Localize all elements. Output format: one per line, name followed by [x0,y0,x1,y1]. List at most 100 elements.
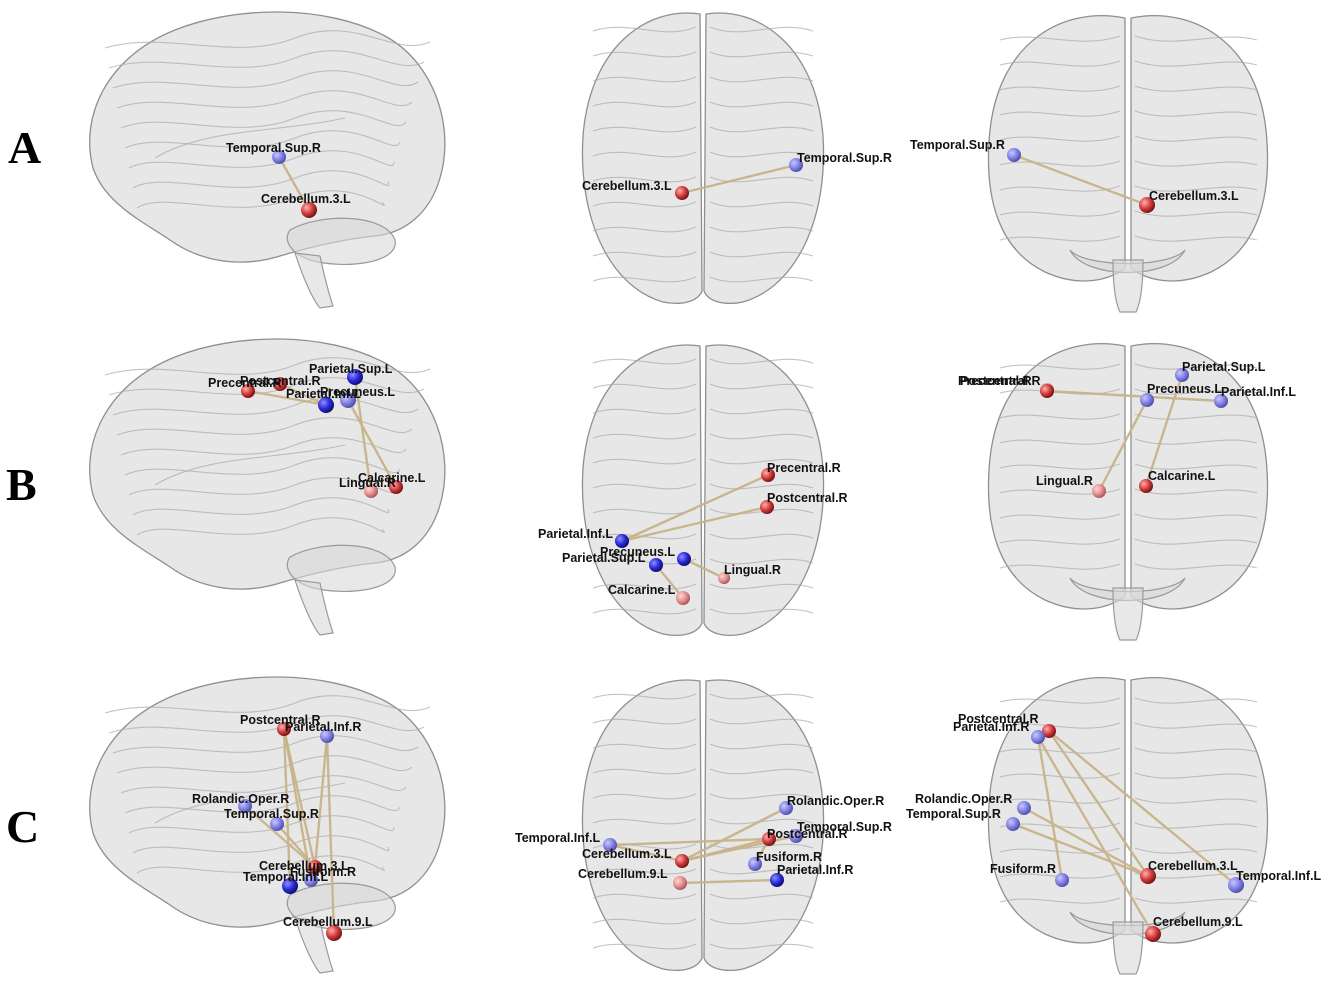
region-label: Temporal.Inf.L [515,831,601,845]
node-lingual-r-row1-view1 [718,572,730,584]
region-label: Precentral.R [958,374,1032,388]
edge-row1-view2-0 [1045,389,1223,403]
connection-edges [243,153,1238,936]
node-parietal-sup-l-row1-view0 [347,369,363,385]
node-postcentral-r-row2-view0 [277,722,291,736]
region-label: Parietal.Sup.L [1182,360,1266,374]
region-label: Postcentral.R [240,713,321,727]
region-label: Parietal.Inf.R [953,720,1029,734]
region-label: Cerebellum.9.L [1153,915,1243,929]
node-lingual-r-row1-view2 [1092,484,1106,498]
region-label: Precuneus.L [320,385,395,399]
region-label: Parietal.Sup.L [562,551,646,565]
region-label: Parietal.Inf.L [1221,385,1296,399]
node-parietal-sup-l-row1-view2 [1175,368,1189,382]
brain-coronal-row-0 [987,15,1269,313]
region-label: Temporal.Sup.R [226,141,321,155]
region-label: Precuneus.L [1147,382,1222,396]
brain-sagittal-row-1 [89,338,446,636]
region-label: Parietal.Sup.L [309,362,393,376]
region-label: Temporal.Inf.L [243,870,329,884]
region-label: Temporal.Sup.R [797,820,892,834]
node-rolandic-oper-r-row2-view1 [779,801,793,815]
brain-sagittal-row-0 [89,11,446,309]
edge-row1-view0-3 [353,375,373,493]
node-parietal-inf-l-row1-view2 [1214,394,1228,408]
node-cerebellum-3-l-row2-view1 [675,854,689,868]
edge-row2-view1-4 [608,843,684,863]
region-label: Lingual.R [724,563,781,577]
row-label-a: A [8,122,41,173]
region-label: Temporal.Inf.L [1236,869,1322,883]
edge-row1-view1-3 [654,563,685,600]
node-rolandic-oper-r-row2-view2 [1017,801,1031,815]
edge-row2-view0-6 [313,734,329,869]
region-label: Calcarine.L [608,583,676,597]
edge-row2-view2-1 [1036,735,1064,882]
region-label: Parietal.Inf.R [285,720,361,734]
region-label: Rolandic.Oper.R [192,792,289,806]
node-fusiform-r-row2-view0 [304,873,318,887]
node-postcentral-r-row1-view1 [760,500,774,514]
node-precuneus-l-row1-view0 [340,392,356,408]
node-calcarine-l-row1-view2 [1139,479,1153,493]
node-cerebellum-3-l-row0-view0 [301,202,317,218]
region-label: Cerebellum.3.L [582,179,672,193]
edge-row2-view2-2 [1036,735,1155,936]
node-precuneus-l-row1-view2 [1140,393,1154,407]
edge-row1-view2-1 [1097,398,1149,493]
region-label: Cerebellum.3.L [261,192,351,206]
node-parietal-inf-r-row2-view2 [1031,730,1045,744]
brain-axial-row-2 [581,679,825,972]
node-parietal-inf-r-row2-view1 [770,873,784,887]
region-label: Postcentral.R [240,374,321,388]
region-label: Lingual.R [1036,474,1093,488]
edge-row2-view2-0 [1047,729,1238,887]
region-label: Calcarine.L [358,471,426,485]
region-label: Rolandic.Oper.R [787,794,884,808]
node-cerebellum-3-l-row0-view2 [1139,197,1155,213]
brain-coronal-row-2 [987,677,1269,975]
region-label: Fusiform.R [290,865,356,879]
edge-row1-view1-2 [682,557,726,580]
node-temporal-inf-l-row2-view0 [282,878,298,894]
edge-row1-view0-1 [278,382,328,407]
region-label: Precentral.R [208,376,282,390]
edge-row2-view0-4 [275,822,317,869]
node-cerebellum-9-l-row2-view0 [326,925,342,941]
region-label: Parietal.Inf.L [538,527,613,541]
node-postcentral-r-row1-view0 [273,377,287,391]
region-label: Rolandic.Oper.R [915,792,1012,806]
edge-row2-view1-1 [608,837,771,847]
region-label: Temporal.Sup.R [797,151,892,165]
region-label: Cerebellum.9.L [578,867,668,881]
node-rolandic-oper-r-row2-view0 [238,799,252,813]
region-label: Cerebellum.3.L [1148,859,1238,873]
region-label: Fusiform.R [990,862,1056,876]
edge-row1-view0-0 [246,389,328,407]
region-label: Lingual.R [339,476,396,490]
node-fusiform-r-row2-view2 [1055,873,1069,887]
node-postcentral-r-row1-view2 [1040,384,1054,398]
edge-row2-view2-3 [1022,806,1150,878]
region-label: Calcarine.L [1148,469,1216,483]
node-temporal-inf-l-row2-view1 [603,838,617,852]
brain-axial-row-0 [581,12,825,305]
edge-row2-view1-0 [680,806,788,863]
region-label: Parietal.Inf.L [286,387,361,401]
node-postcentral-r-row2-view1 [762,832,776,846]
region-label: Precuneus.L [600,545,675,559]
region-label: Temporal.Sup.R [224,807,319,821]
region-label: Parietal.Inf.R [777,863,853,877]
region-label: Postcentral.R [767,491,848,505]
row-label-b: B [6,459,37,510]
edge-row0-view2-0 [1012,153,1149,207]
node-cerebellum-9-l-row2-view2 [1145,926,1161,942]
node-calcarine-l-row1-view0 [389,480,403,494]
node-temporal-sup-r-row0-view0 [272,150,286,164]
node-precentral-r-row1-view0 [241,384,255,398]
brain-sagittal-row-2 [89,676,446,974]
edge-row2-view1-5 [678,878,779,885]
brain-axial-row-1 [581,344,825,637]
